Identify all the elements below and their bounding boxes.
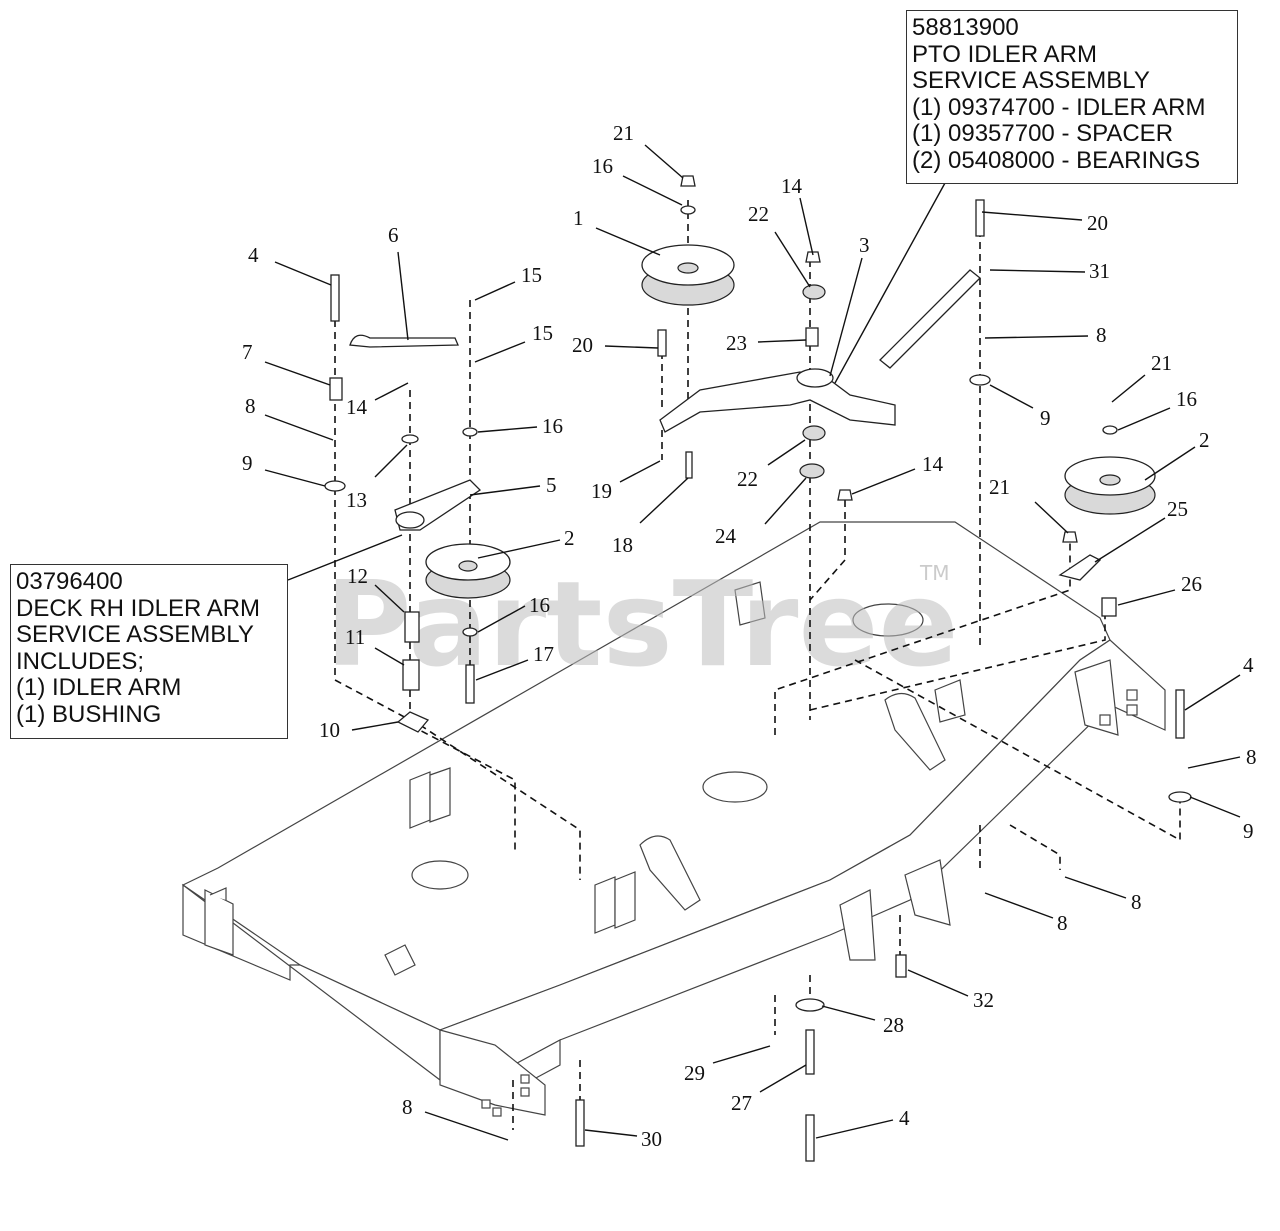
watermark-text: PartsTree — [325, 555, 959, 693]
mower-deck — [181, 521, 1166, 1117]
part-label: 1 — [573, 206, 584, 230]
part-label: 21 — [1151, 351, 1172, 375]
pto-idler-arm-callout: 58813900 PTO IDLER ARM SERVICE ASSEMBLY … — [906, 10, 1238, 184]
part-label: 8 — [245, 394, 256, 418]
part-label: 22 — [748, 202, 769, 226]
part-label: 9 — [1040, 406, 1051, 430]
part-label: 30 — [641, 1127, 662, 1151]
part-label: 16 — [542, 414, 563, 438]
part-label: 4 — [248, 243, 259, 267]
leader-lines — [264, 144, 1241, 1141]
pulley-1 — [641, 244, 735, 306]
part-label: 10 — [319, 718, 340, 742]
part-number-labels: 21 16 1 14 22 3 20 31 4 6 15 15 20 23 8 … — [242, 121, 1257, 1151]
part-label: 32 — [973, 988, 994, 1012]
part-label: 19 — [591, 479, 612, 503]
part-label: 21 — [989, 475, 1010, 499]
part-label: 28 — [883, 1013, 904, 1037]
callout-line: PTO IDLER ARM — [912, 40, 1097, 68]
part-label: 9 — [242, 451, 253, 475]
part-label: 14 — [346, 395, 368, 419]
part-label: 25 — [1167, 497, 1188, 521]
part-label: 9 — [1243, 819, 1254, 843]
callout-line: 03796400 — [16, 568, 123, 595]
part-label: 7 — [242, 340, 253, 364]
part-label: 3 — [859, 233, 870, 257]
callout-line: (1) 09374700 - IDLER ARM — [912, 93, 1206, 121]
part-label: 8 — [1131, 890, 1142, 914]
callout-line: DECK RH IDLER ARM — [16, 594, 261, 622]
part-label: 14 — [922, 452, 944, 476]
part-label: 16 — [592, 154, 613, 178]
part-label: 29 — [684, 1061, 705, 1085]
part-label: 4 — [1243, 653, 1254, 677]
part-label: 31 — [1089, 259, 1110, 283]
part-label: 12 — [347, 564, 368, 588]
pulley-2-left — [425, 543, 511, 599]
part-label: 8 — [1057, 911, 1068, 935]
part-label: 15 — [521, 263, 542, 287]
part-label: 8 — [1246, 745, 1257, 769]
hardware-parts — [324, 175, 1192, 1162]
part-label: 22 — [737, 467, 758, 491]
callout-line: (1) IDLER ARM — [16, 674, 182, 701]
part-label: 8 — [1096, 323, 1107, 347]
deck-rh-idler-arm-callout: 03796400 DECK RH IDLER ARM SERVICE ASSEM… — [10, 564, 288, 739]
part-label: 24 — [715, 524, 737, 548]
callout-line: SERVICE ASSEMBLY — [912, 67, 1150, 94]
part-label: 21 — [613, 121, 634, 145]
part-label: 6 — [388, 223, 399, 247]
part-label: 18 — [612, 533, 633, 557]
part-label: 8 — [402, 1095, 413, 1119]
part-label: 20 — [1087, 211, 1108, 235]
part-label: 16 — [529, 593, 550, 617]
part-label: 17 — [533, 642, 554, 666]
part-label: 13 — [346, 488, 367, 512]
callout-line: (2) 05408000 - BEARINGS — [912, 146, 1201, 174]
part-label: 2 — [1199, 428, 1210, 452]
pulley-2-right — [1064, 456, 1156, 515]
part-label: 4 — [899, 1106, 910, 1130]
part-label: 20 — [572, 333, 593, 357]
part-label: 27 — [731, 1091, 752, 1115]
watermark-tm: TM — [919, 561, 949, 585]
part-label: 2 — [564, 526, 575, 550]
part-label: 23 — [726, 331, 747, 355]
callout-line: (1) 09357700 - SPACER — [912, 120, 1174, 147]
part-label: 14 — [781, 174, 803, 198]
part-label: 11 — [345, 625, 365, 649]
callout-line: SERVICE ASSEMBLY — [16, 621, 254, 648]
part-label: 15 — [532, 321, 553, 345]
part-label: 26 — [1181, 572, 1202, 596]
callout-line: (1) BUSHING — [16, 700, 162, 728]
part-label: 16 — [1176, 387, 1197, 411]
callout-line: INCLUDES; — [16, 647, 145, 675]
callout-line: 58813900 — [912, 14, 1019, 41]
part-label: 5 — [546, 473, 557, 497]
